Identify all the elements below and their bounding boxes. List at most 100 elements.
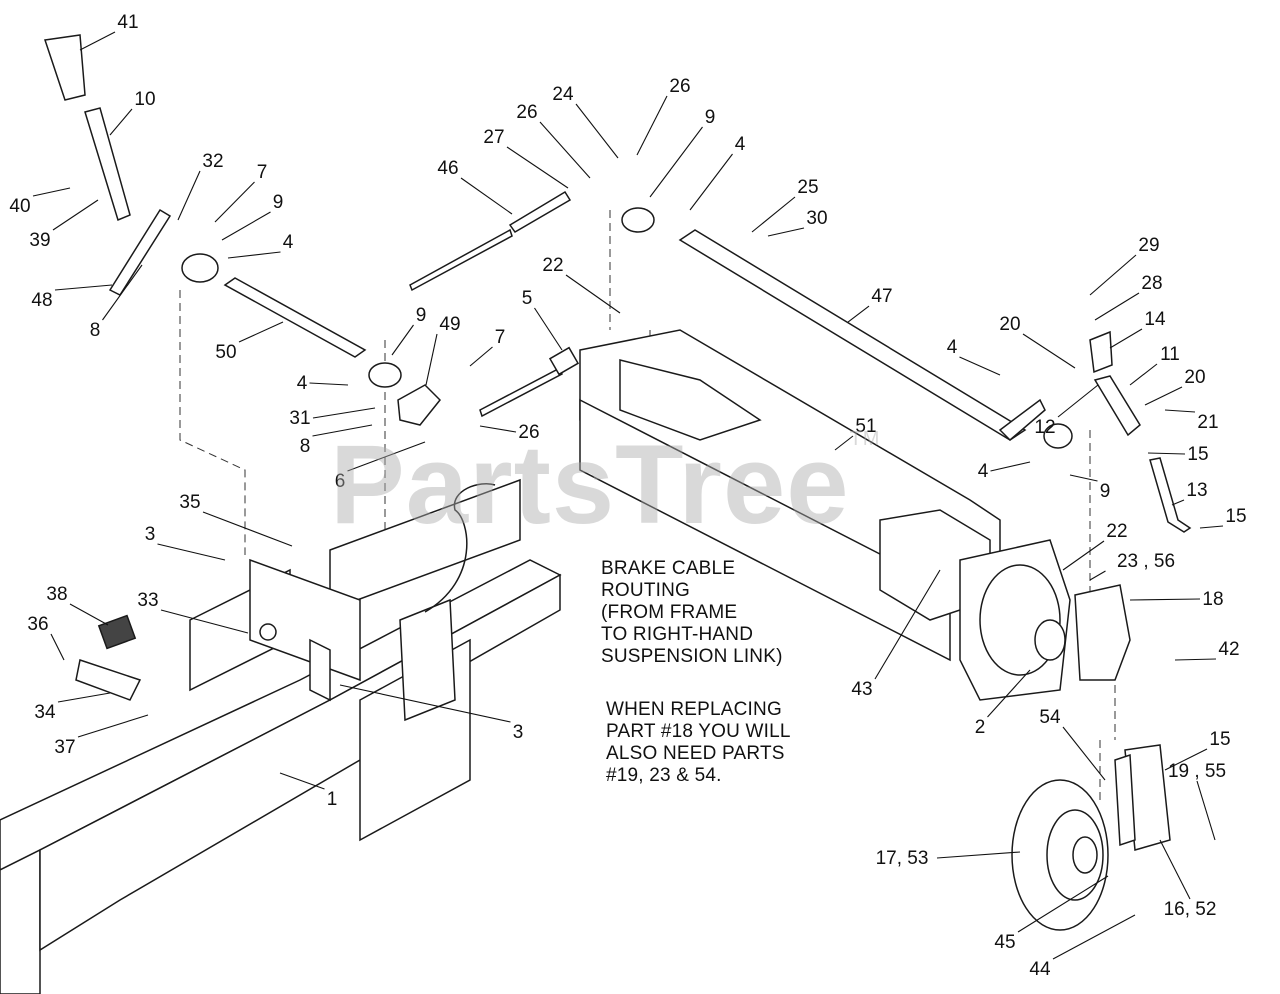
callout-c36: 36 xyxy=(27,614,48,635)
leader-line xyxy=(1164,409,1196,413)
switch-38 xyxy=(97,614,137,650)
leader-line xyxy=(469,346,493,367)
leader-line xyxy=(1062,540,1105,571)
callout-c3a: 3 xyxy=(145,524,156,545)
leader-line xyxy=(506,146,569,189)
callout-c7b: 7 xyxy=(495,327,506,348)
callout-c20b: 20 xyxy=(1184,367,1205,388)
callout-c3b: 3 xyxy=(513,722,524,743)
leader-line xyxy=(1052,914,1136,960)
leader-line xyxy=(1094,292,1140,321)
leader-line xyxy=(160,609,249,634)
callout-c39: 39 xyxy=(29,230,50,251)
leader-line xyxy=(1089,254,1137,296)
callout-c46: 46 xyxy=(437,158,458,179)
callout-c20a: 20 xyxy=(999,314,1020,335)
leader-line xyxy=(565,274,621,314)
leader-line xyxy=(936,851,1021,859)
callout-c22a: 22 xyxy=(542,255,563,276)
callout-c4a: 4 xyxy=(283,232,294,253)
leader-line xyxy=(54,284,113,291)
note-line: WHEN REPLACING xyxy=(606,699,782,720)
leader-line xyxy=(1022,333,1076,369)
callout-c15b: 15 xyxy=(1225,506,1246,527)
callout-c51: 51 xyxy=(855,416,876,437)
leader-line xyxy=(479,425,517,433)
brake-bracket xyxy=(1074,584,1131,681)
leader-line xyxy=(425,333,438,386)
note-line: #19, 23 & 54. xyxy=(606,765,722,786)
callout-c11: 11 xyxy=(1160,344,1180,365)
callout-c37: 37 xyxy=(54,737,75,758)
leader-line xyxy=(874,569,941,680)
callout-c26b: 26 xyxy=(669,76,690,97)
callout-c8b: 8 xyxy=(300,436,311,457)
callout-c47: 47 xyxy=(871,286,892,307)
callout-c9b: 9 xyxy=(705,107,716,128)
callout-c44: 44 xyxy=(1029,959,1051,980)
leader-line xyxy=(575,103,619,159)
callout-c32: 32 xyxy=(202,151,223,172)
leader-line xyxy=(32,187,71,197)
callout-c16_52: 16, 52 xyxy=(1164,899,1217,920)
callout-c13: 13 xyxy=(1186,480,1207,501)
brake-disc xyxy=(1011,779,1109,931)
leader-line xyxy=(460,177,513,215)
callout-c9a: 9 xyxy=(273,192,284,213)
bracket-34 xyxy=(75,659,142,701)
leader-line xyxy=(847,305,870,323)
leader-line xyxy=(1069,474,1098,482)
callout-c34: 34 xyxy=(34,702,56,723)
leader-line xyxy=(1129,598,1201,601)
callout-c50: 50 xyxy=(215,342,236,363)
callout-c23_56: 23 , 56 xyxy=(1117,551,1175,572)
leader-line xyxy=(279,772,325,790)
rod-5 xyxy=(479,346,580,418)
callout-c4c: 4 xyxy=(297,373,308,394)
shaft-47 xyxy=(678,229,1046,442)
callout-c25: 25 xyxy=(797,177,818,198)
leader-line xyxy=(347,441,426,472)
callout-c14: 14 xyxy=(1144,309,1166,330)
callout-c40: 40 xyxy=(9,196,30,217)
callout-c2: 2 xyxy=(975,717,986,738)
leader-line xyxy=(990,461,1031,472)
leader-line xyxy=(1057,384,1099,418)
note-line: (FROM FRAME xyxy=(601,602,738,623)
leader-line xyxy=(309,382,349,386)
callout-c27: 27 xyxy=(483,127,504,148)
callout-c6: 6 xyxy=(335,471,346,492)
callout-c49: 49 xyxy=(439,314,460,335)
leader-line xyxy=(689,153,733,211)
replacing-note: WHEN REPLACING PART #18 YOU WILL ALSO NE… xyxy=(606,699,791,787)
callout-c42: 42 xyxy=(1218,639,1239,660)
callout-c35: 35 xyxy=(179,492,200,513)
callout-c54: 54 xyxy=(1039,707,1061,728)
callout-c5: 5 xyxy=(522,288,533,309)
callout-c38: 38 xyxy=(46,584,67,605)
leader-line xyxy=(238,321,284,343)
callout-c4e: 4 xyxy=(978,461,989,482)
spring-46 xyxy=(409,190,572,292)
cam-49 xyxy=(397,384,442,426)
callout-c43: 43 xyxy=(851,679,872,700)
leader-line xyxy=(1089,570,1106,581)
callout-c15c: 15 xyxy=(1209,729,1230,750)
callout-c4b: 4 xyxy=(735,134,746,155)
note-line: BRAKE CABLE xyxy=(601,558,736,579)
leader-line xyxy=(1171,499,1185,506)
leader-line xyxy=(1174,658,1217,661)
leader-line xyxy=(1147,452,1186,455)
leader-line xyxy=(1164,748,1208,771)
leader-line xyxy=(50,633,65,661)
note-line: TO RIGHT-HAND xyxy=(601,624,754,645)
leader-line xyxy=(79,31,116,51)
callout-c33: 33 xyxy=(137,590,158,611)
leader-line xyxy=(339,684,511,723)
leader-line xyxy=(312,424,373,437)
leader-line xyxy=(1159,839,1191,900)
leader-line xyxy=(57,692,111,703)
callout-c15a: 15 xyxy=(1187,444,1208,465)
callout-c7a: 7 xyxy=(257,162,268,183)
